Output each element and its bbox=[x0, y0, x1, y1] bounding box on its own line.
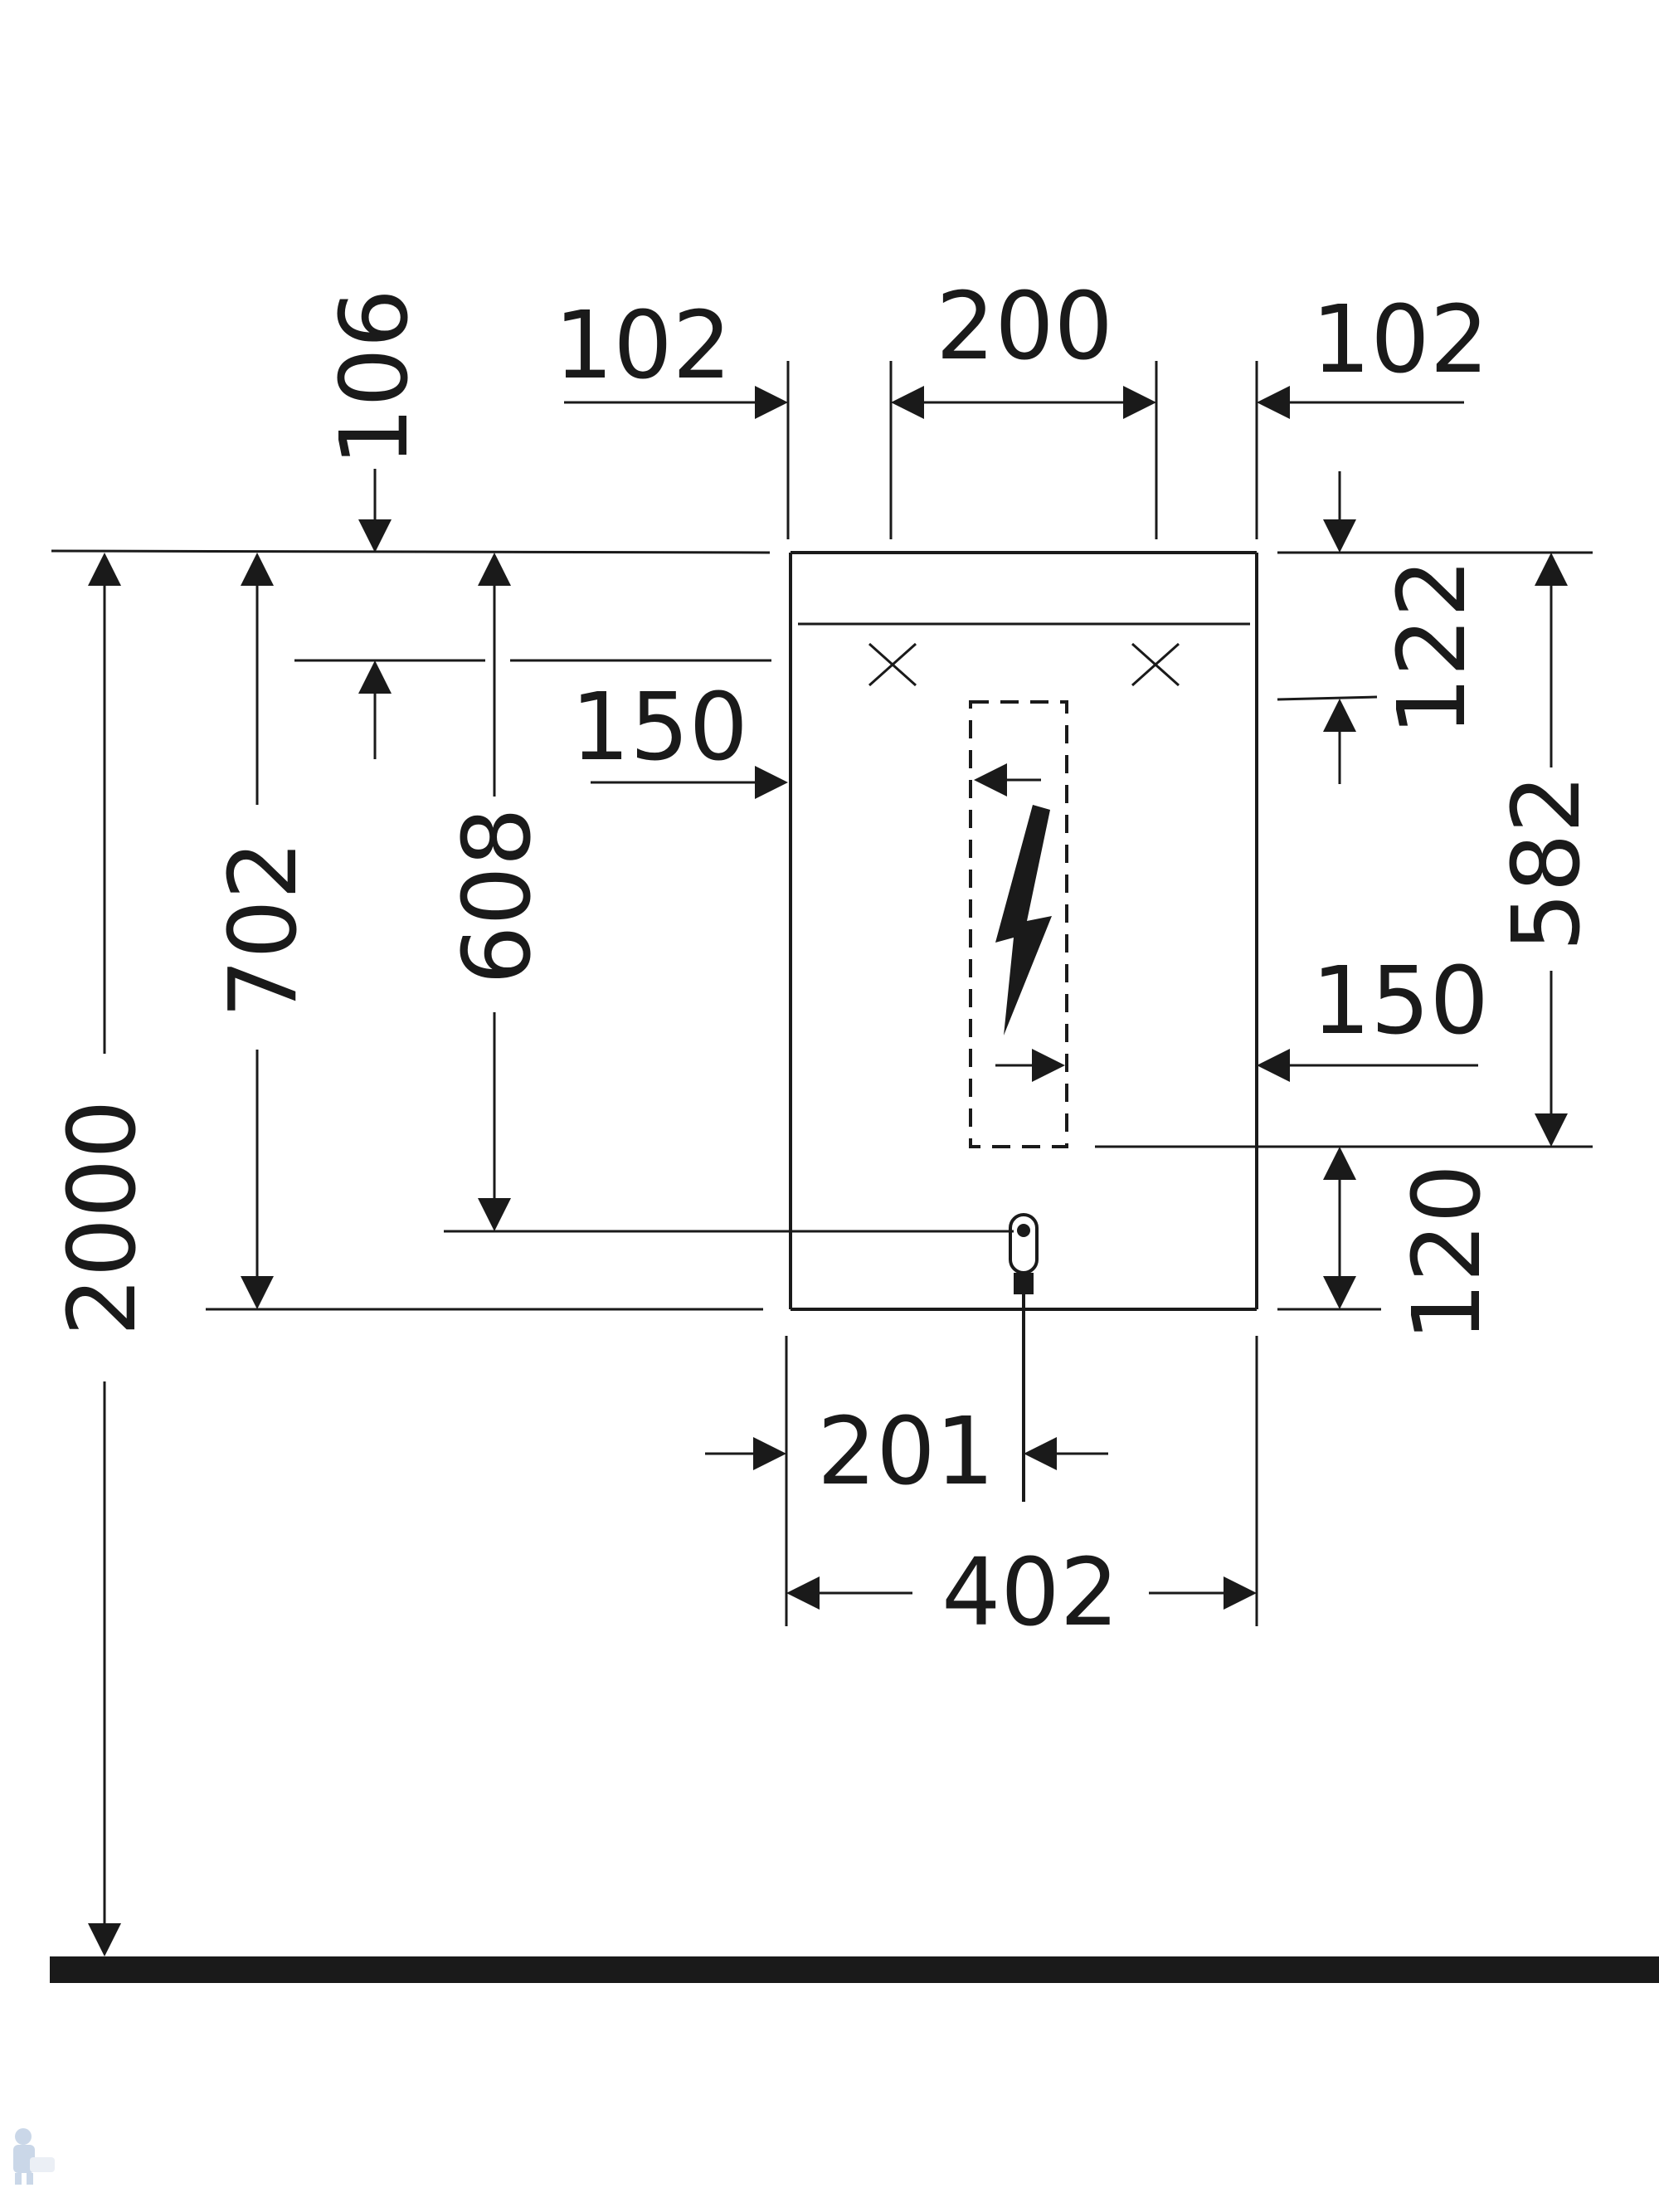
cabinet-outline bbox=[789, 551, 1258, 1311]
dim-402-line bbox=[786, 1576, 1257, 1610]
dim-608-line bbox=[478, 553, 511, 1231]
dim-label-122: 122 bbox=[1379, 558, 1486, 736]
dim-label-201: 201 bbox=[817, 1398, 995, 1506]
dim-150-left-arrow bbox=[591, 766, 788, 799]
dim-102-right-arrow bbox=[1257, 386, 1464, 419]
floor-line bbox=[50, 1956, 1659, 1983]
power-zone-arrows bbox=[974, 763, 1065, 1082]
dim-label-200: 200 bbox=[936, 273, 1113, 381]
fixing-point-x-icon bbox=[1131, 642, 1180, 687]
dim-label-582: 582 bbox=[1493, 774, 1601, 952]
dim-582-line bbox=[1535, 553, 1568, 1147]
dim-label-120: 120 bbox=[1394, 1164, 1501, 1342]
dim-label-106: 106 bbox=[321, 289, 429, 466]
fixing-point-x-icon bbox=[868, 642, 917, 687]
dim-201-arrows bbox=[705, 1437, 1108, 1470]
dim-122-arrows bbox=[1323, 471, 1356, 784]
plumber-mascot-icon bbox=[13, 2128, 55, 2185]
dim-label-150-left: 150 bbox=[571, 674, 748, 782]
dim-label-702: 702 bbox=[210, 840, 318, 1018]
dim-702-line bbox=[241, 553, 274, 1309]
dim-label-2000: 2000 bbox=[49, 1099, 157, 1336]
dim-150-right-arrow bbox=[1257, 1049, 1478, 1082]
drain-pipe-icon bbox=[1009, 1213, 1039, 1502]
dim-label-402: 402 bbox=[941, 1539, 1119, 1647]
power-zone bbox=[969, 700, 1068, 1148]
dim-200-line bbox=[891, 386, 1156, 419]
extension-lines bbox=[51, 361, 1593, 1626]
dim-2000-line bbox=[88, 553, 121, 1956]
dim-102-left-arrow bbox=[564, 386, 788, 419]
dim-label-102-right: 102 bbox=[1311, 286, 1489, 394]
dim-label-102-left: 102 bbox=[554, 292, 732, 400]
dim-106-arrows bbox=[358, 469, 392, 759]
dim-label-608: 608 bbox=[444, 807, 552, 985]
dim-120-line bbox=[1323, 1147, 1356, 1309]
dim-label-150-right: 150 bbox=[1311, 948, 1489, 1055]
lightning-bolt-icon bbox=[995, 805, 1052, 1035]
